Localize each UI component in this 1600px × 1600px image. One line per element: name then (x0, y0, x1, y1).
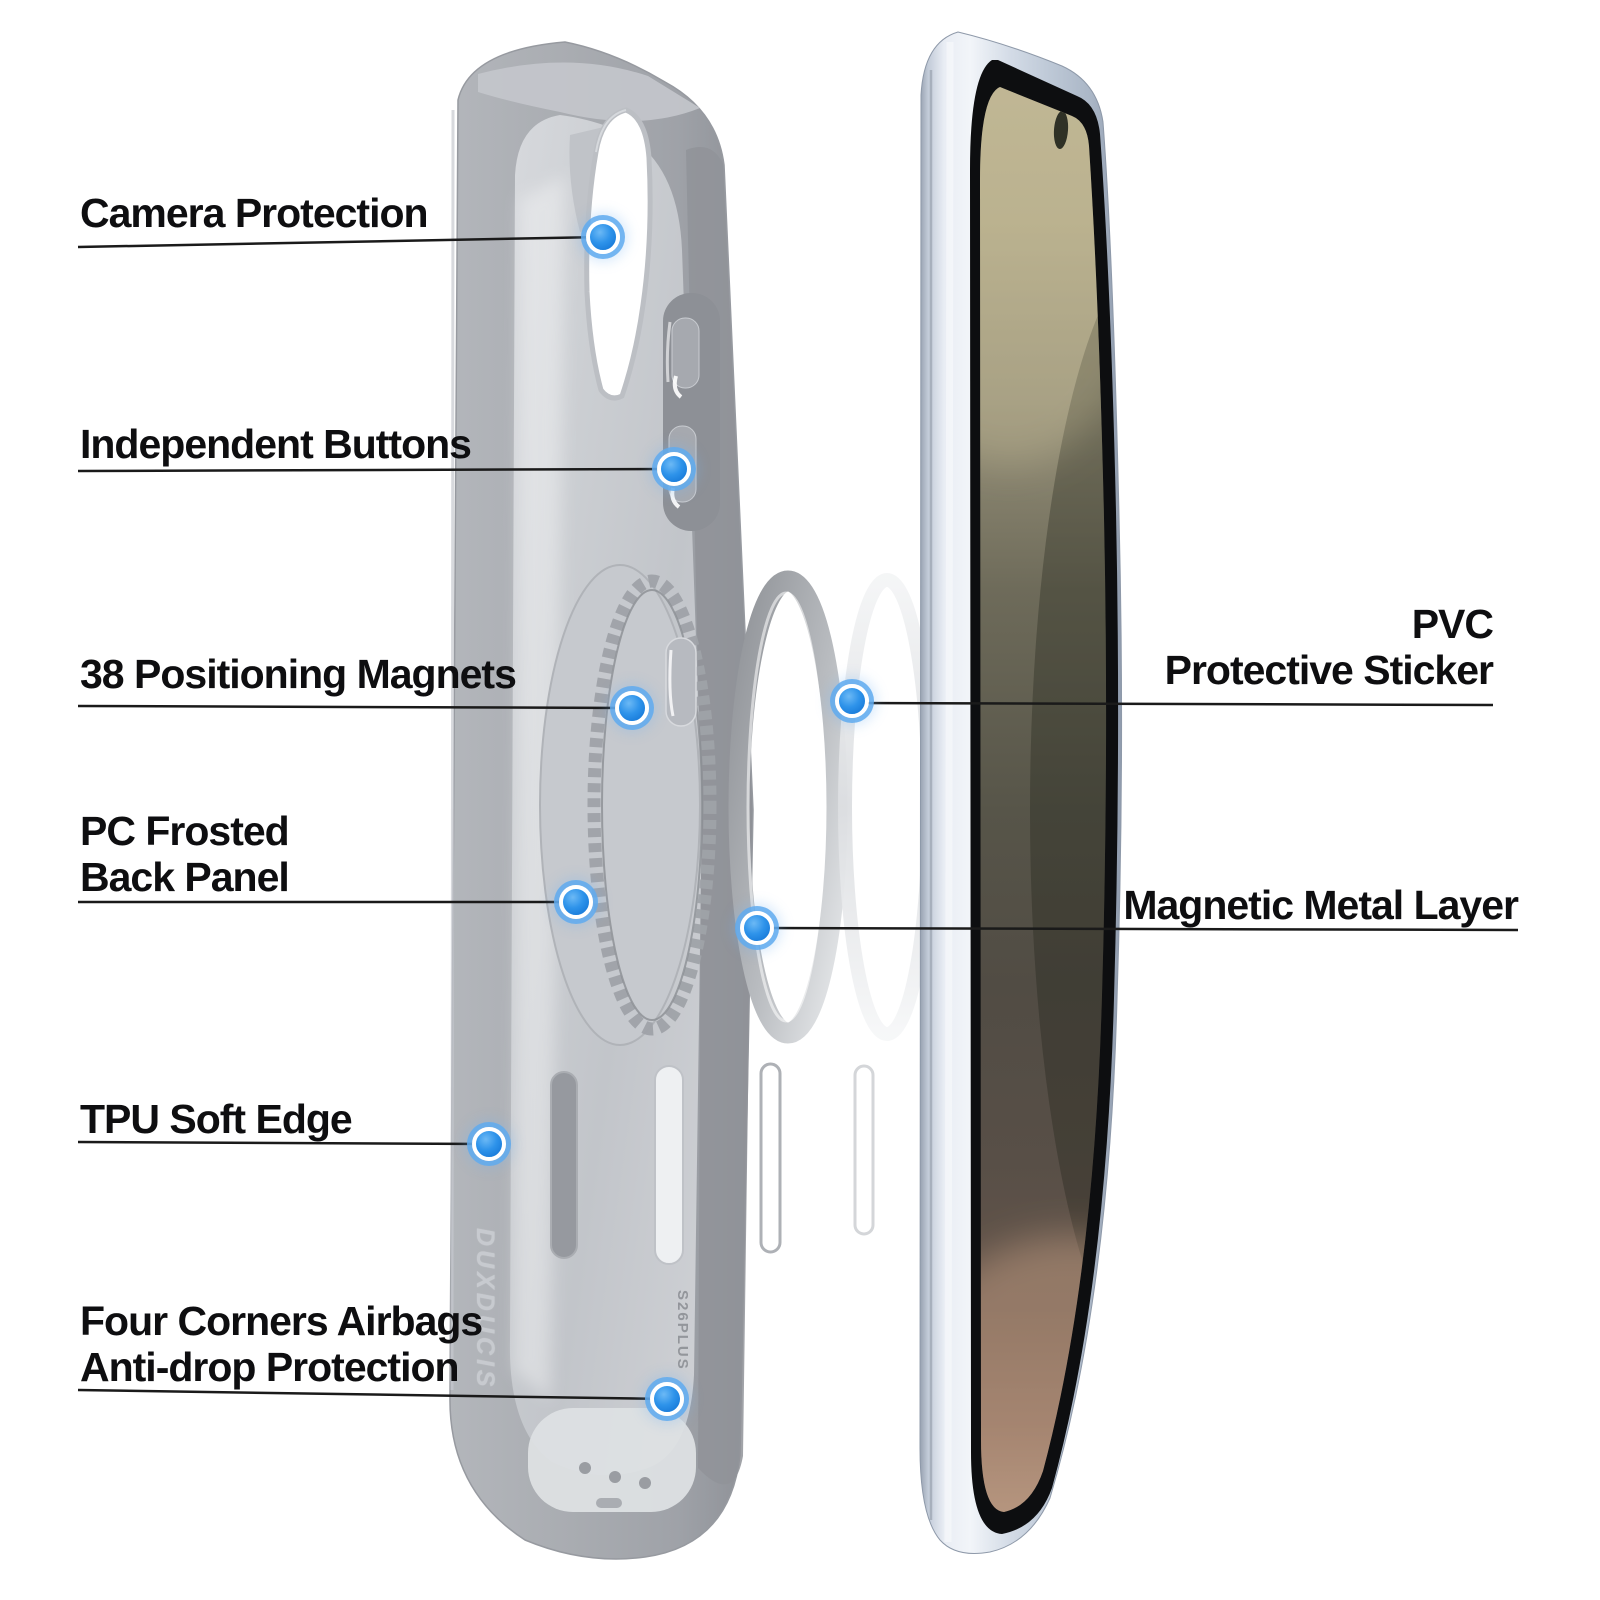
label-line: Four Corners Airbags (80, 1298, 483, 1344)
volume-button (671, 317, 700, 389)
case-bottom-band (528, 1408, 696, 1512)
tpu-soft-edge-line (77, 1140, 490, 1146)
bottom-slot-right (654, 1065, 684, 1265)
case-top-bevel (478, 62, 700, 122)
phone-illustration (919, 31, 1123, 1554)
pvc-sticker-line (851, 701, 1494, 707)
independent-buttons-dot (657, 452, 691, 486)
label-line: Anti-drop Protection (80, 1344, 460, 1390)
label-pvc-protective-sticker: PVC Protective Sticker (1164, 601, 1494, 693)
magnet-ring-dashed (587, 574, 717, 1036)
sticker-pill-left (759, 1062, 782, 1254)
callout-lines (77, 235, 1519, 1401)
label-pc-frosted-back-panel: PC Frosted Back Panel (80, 808, 290, 900)
magnetic-layer-line (756, 926, 1519, 932)
camera-protection-line (77, 235, 604, 249)
camera-protection-dot (586, 220, 620, 254)
camera-cutout (584, 107, 653, 401)
label-line: Back Panel (80, 854, 290, 900)
pvc-sticker-ring (838, 573, 936, 1041)
case-brand-text: DUXDUCIS (471, 1228, 499, 1391)
bottom-slot-left (550, 1071, 578, 1259)
magnet-plate (539, 564, 701, 1046)
label-line: PVC (1411, 601, 1494, 647)
label-camera-protection: Camera Protection (80, 190, 429, 236)
case-inner-pill (665, 637, 697, 727)
label-positioning-magnets: 38 Positioning Magnets (80, 651, 517, 697)
sticker-pill-right (853, 1064, 875, 1236)
label-four-corners-airbags: Four Corners Airbags Anti-drop Protectio… (80, 1298, 483, 1390)
pc-frosted-dot (559, 885, 593, 919)
magnetic-layer-dot (740, 911, 774, 945)
punch-hole-camera (1053, 111, 1069, 149)
label-line: PC Frosted (80, 808, 290, 854)
phone-case-illustration (449, 41, 754, 1560)
positioning-magnets-dot (615, 691, 649, 725)
label-magnetic-metal-layer: Magnetic Metal Layer (1123, 882, 1519, 928)
pvc-sticker-dot (835, 684, 869, 718)
positioning-magnets-line (77, 704, 633, 710)
case-model-text: S26PLUS (674, 1290, 691, 1371)
magnetic-metal-ring (728, 570, 848, 1044)
four-corners-dot (650, 1382, 684, 1416)
tpu-soft-edge-dot (472, 1127, 506, 1161)
label-tpu-soft-edge: TPU Soft Edge (80, 1096, 353, 1142)
label-independent-buttons: Independent Buttons (80, 421, 472, 467)
four-corners-line (77, 1388, 668, 1401)
independent-buttons-line (77, 467, 675, 473)
label-line: Protective Sticker (1164, 647, 1494, 693)
